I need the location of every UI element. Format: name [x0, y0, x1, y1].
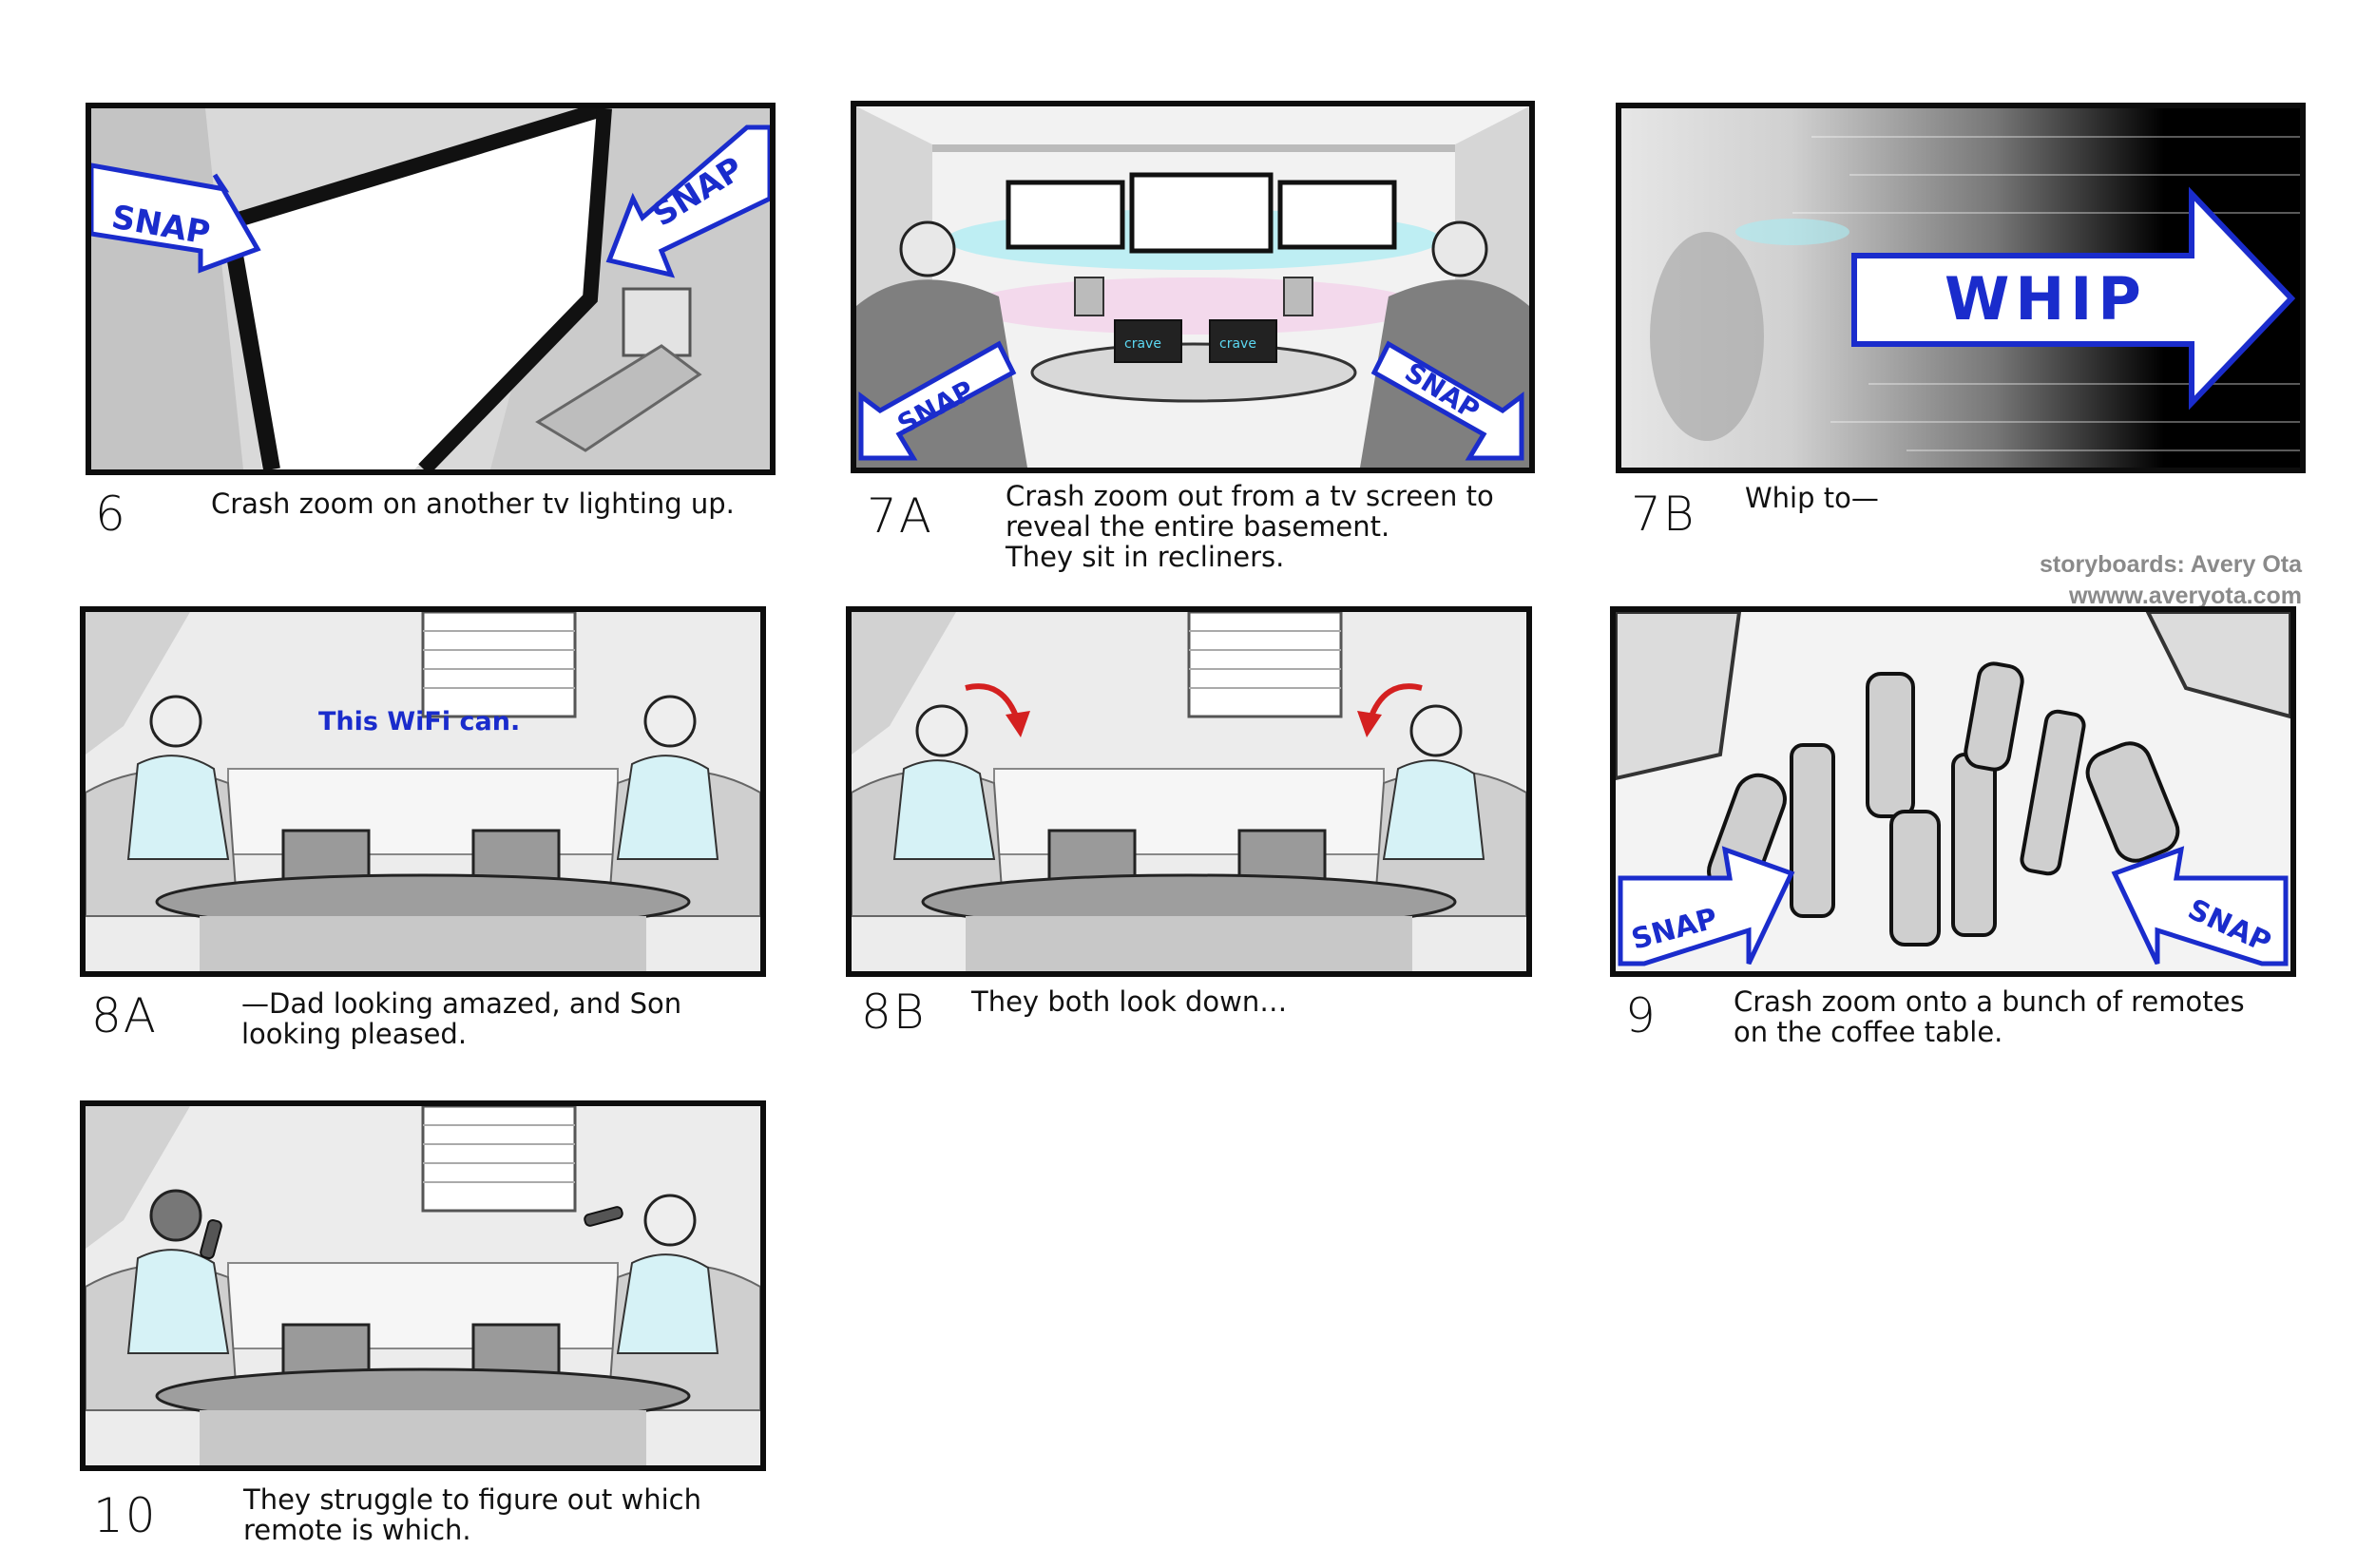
- panel-9-number: 9: [1625, 988, 1657, 1043]
- panel-10-frame: [80, 1100, 766, 1471]
- panel-7a-frame: crave crave SNAP SNAP: [851, 101, 1535, 473]
- caption-line: They sit in recliners.: [1006, 541, 1285, 573]
- panel-7a-illustration: crave crave SNAP SNAP: [856, 106, 1529, 468]
- whip-sfx: WHIP: [1945, 264, 2147, 334]
- panel-10-number: 10: [93, 1488, 158, 1543]
- caption-line: —Dad looking amazed, and Son: [241, 987, 682, 1020]
- panel-9-illustration: SNAP SNAP: [1616, 612, 2290, 971]
- panel-8b-frame: [846, 606, 1532, 977]
- motion-arrow-right: [1357, 683, 1423, 737]
- caption-line: Crash zoom on another tv lighting up.: [211, 488, 735, 520]
- panel-8b-number: 8B: [861, 985, 927, 1040]
- caption-line: Whip to—: [1745, 482, 1879, 514]
- panel-8a-illustration: This WiFi can.: [86, 612, 760, 971]
- caption-line: Crash zoom onto a bunch of remotes: [1734, 985, 2245, 1018]
- panel-7b-number: 7B: [1631, 487, 1696, 542]
- caption-line: remote is which.: [243, 1514, 471, 1546]
- dad-dialogue: This WiFi can.: [318, 707, 520, 736]
- caption-line: They struggle to figure out which: [243, 1483, 701, 1516]
- panel-10-caption: They struggle to figure out which remote…: [243, 1484, 701, 1545]
- panel-8a-caption: —Dad looking amazed, and Son looking ple…: [241, 988, 681, 1049]
- snap-arrow-left: SNAP: [91, 163, 261, 274]
- panel-9-caption: Crash zoom onto a bunch of remotes on th…: [1734, 986, 2245, 1047]
- panel-9-frame: SNAP SNAP: [1610, 606, 2296, 977]
- panel-7b-frame: WHIP: [1616, 103, 2306, 473]
- panel-8a-frame: This WiFi can.: [80, 606, 766, 977]
- panel-7b-illustration: WHIP: [1621, 108, 2300, 468]
- laptop-screen-text-right: crave: [1219, 336, 1256, 352]
- panel-8b-caption: They both look down…: [971, 986, 1287, 1017]
- whip-arrow: WHIP: [1851, 186, 2296, 411]
- panel-6-caption: Crash zoom on another tv lighting up.: [211, 488, 735, 519]
- storyboard-credit: storyboards: Avery Ota wwww.averyota.com: [2040, 549, 2302, 612]
- panel-8a-number: 8A: [91, 988, 159, 1043]
- caption-line: Crash zoom out from a tv screen to: [1006, 480, 1494, 512]
- caption-line: on the coffee table.: [1734, 1016, 2003, 1048]
- panel-6-number: 6: [95, 487, 127, 542]
- credit-author: storyboards: Avery Ota: [2039, 551, 2302, 578]
- snap-arrow-left: SNAP: [1618, 846, 1795, 966]
- credit-website: wwww.averyota.com: [2069, 583, 2302, 609]
- motion-arrow-left: [965, 683, 1030, 737]
- caption-line: They both look down…: [971, 985, 1288, 1018]
- caption-line: looking pleased.: [241, 1018, 468, 1050]
- panel-7a-number: 7A: [867, 488, 934, 544]
- laptop-screen-text-left: crave: [1124, 336, 1161, 352]
- panel-7a-caption: Crash zoom out from a tv screen to revea…: [1006, 481, 1494, 572]
- panel-6-frame: SNAP SNAP: [86, 103, 776, 475]
- panel-7b-caption: Whip to—: [1745, 483, 1879, 513]
- panel-8b-illustration: [852, 612, 1526, 971]
- panel-10-illustration: [86, 1106, 760, 1465]
- caption-line: reveal the entire basement.: [1006, 510, 1390, 543]
- panel-6-illustration: SNAP SNAP: [91, 108, 770, 469]
